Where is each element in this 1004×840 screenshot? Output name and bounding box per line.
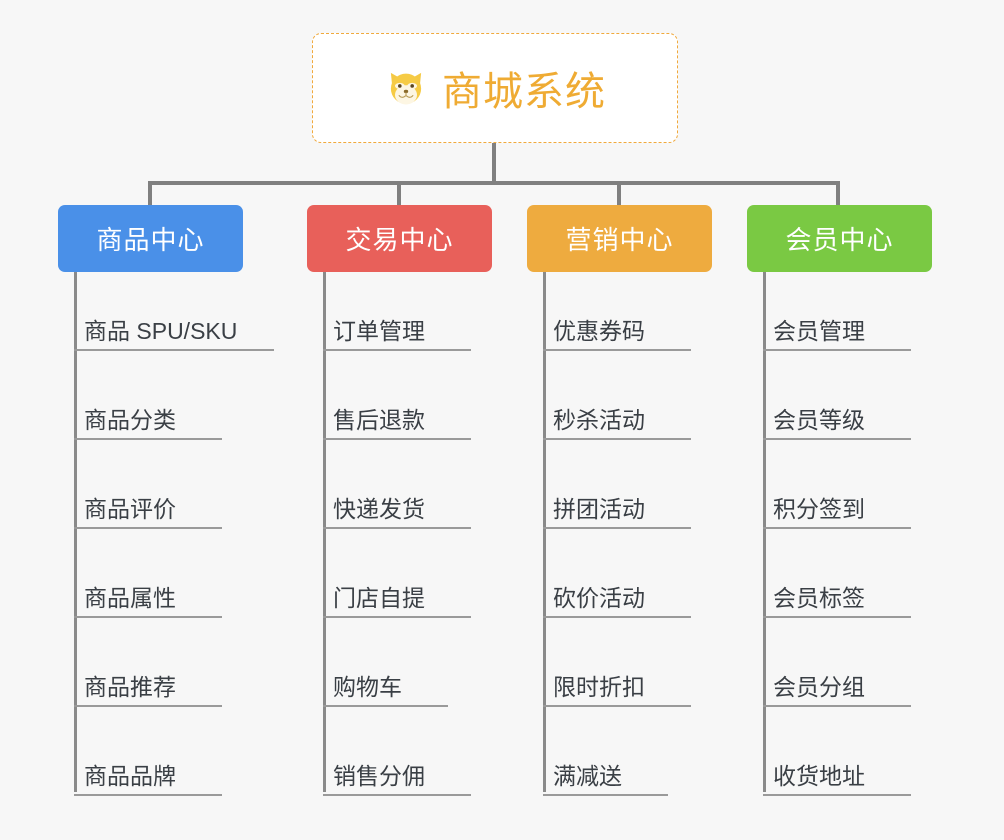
- leaf-item[interactable]: 快递发货: [323, 495, 471, 529]
- leaf-item[interactable]: 满减送: [543, 762, 668, 796]
- leaf-item-label: 秒杀活动: [553, 407, 645, 433]
- leaf-item-label: 商品评价: [84, 496, 176, 522]
- leaf-item[interactable]: 优惠券码: [543, 317, 691, 351]
- leaf-item-label: 商品品牌: [84, 763, 176, 789]
- leaf-item[interactable]: 商品评价: [74, 495, 222, 529]
- leaf-item-label: 商品分类: [84, 407, 176, 433]
- root-stem-connector: [492, 143, 496, 183]
- leaf-item-underline: [763, 616, 911, 618]
- leaf-item-label: 会员标签: [773, 585, 865, 611]
- drop-connector-3: [617, 181, 621, 207]
- leaf-item-underline: [543, 349, 691, 351]
- leaf-item-label: 商品推荐: [84, 674, 176, 700]
- leaf-item[interactable]: 收货地址: [763, 762, 911, 796]
- root-title: 商城系统: [442, 70, 606, 114]
- leaf-item-underline: [74, 705, 222, 707]
- leaf-item-underline: [543, 616, 691, 618]
- category-label: 交易中心: [345, 225, 454, 255]
- leaf-item-underline: [323, 705, 448, 707]
- leaf-item-underline: [323, 794, 471, 796]
- leaf-item[interactable]: 会员分组: [763, 673, 911, 707]
- column-marketing-center: 营销中心优惠券码秒杀活动拼团活动砍价活动限时折扣满减送: [527, 205, 712, 796]
- leaf-item[interactable]: 售后退款: [323, 406, 471, 440]
- leaf-item-underline: [763, 349, 911, 351]
- leaf-item[interactable]: 会员标签: [763, 584, 911, 618]
- drop-connector-2: [397, 181, 401, 207]
- column-member-center: 会员中心会员管理会员等级积分签到会员标签会员分组收货地址: [747, 205, 932, 796]
- leaf-item-label: 优惠券码: [553, 318, 645, 344]
- leaf-item-underline: [763, 438, 911, 440]
- leaf-item-label: 砍价活动: [553, 585, 645, 611]
- shiba-dog-icon: [384, 65, 428, 111]
- category-label: 会员中心: [785, 225, 894, 255]
- leaf-item-underline: [543, 438, 691, 440]
- leaf-item-label: 订单管理: [333, 318, 425, 344]
- leaf-item[interactable]: 商品推荐: [74, 673, 222, 707]
- category-box-product-center[interactable]: 商品中心: [58, 205, 243, 272]
- leaf-item-label: 商品属性: [84, 585, 176, 611]
- category-box-trade-center[interactable]: 交易中心: [307, 205, 492, 272]
- leaf-item-label: 商品 SPU/SKU: [84, 318, 238, 344]
- leaf-item-underline: [74, 794, 222, 796]
- leaf-item-underline: [543, 527, 691, 529]
- leaf-item-underline: [323, 527, 471, 529]
- leaf-item-label: 收货地址: [773, 763, 865, 789]
- leaf-item[interactable]: 商品 SPU/SKU: [74, 317, 274, 351]
- leaf-item[interactable]: 会员等级: [763, 406, 911, 440]
- drop-connector-4: [836, 181, 840, 207]
- leaf-item-underline: [543, 794, 668, 796]
- leaf-item-underline: [763, 794, 911, 796]
- leaf-item-label: 会员管理: [773, 318, 865, 344]
- leaf-item-underline: [74, 438, 222, 440]
- leaf-item[interactable]: 商品属性: [74, 584, 222, 618]
- leaf-item[interactable]: 拼团活动: [543, 495, 691, 529]
- column-stem-trade-center: [323, 272, 326, 792]
- leaf-item-underline: [74, 527, 222, 529]
- leaf-item-underline: [763, 527, 911, 529]
- horizontal-bus-connector: [148, 181, 840, 185]
- leaf-item-underline: [74, 349, 274, 351]
- leaf-item-underline: [323, 438, 471, 440]
- leaf-item[interactable]: 砍价活动: [543, 584, 691, 618]
- leaf-item-label: 销售分佣: [333, 763, 425, 789]
- leaf-item-label: 会员分组: [773, 674, 865, 700]
- leaf-item-underline: [763, 705, 911, 707]
- leaf-item[interactable]: 秒杀活动: [543, 406, 691, 440]
- column-stem-marketing-center: [543, 272, 546, 792]
- leaf-item[interactable]: 会员管理: [763, 317, 911, 351]
- category-label: 营销中心: [565, 225, 674, 255]
- leaf-item-label: 购物车: [333, 674, 402, 700]
- leaf-item-label: 限时折扣: [553, 674, 645, 700]
- leaf-item[interactable]: 订单管理: [323, 317, 471, 351]
- leaf-item-underline: [323, 616, 471, 618]
- leaf-item-label: 拼团活动: [553, 496, 645, 522]
- column-stem-member-center: [763, 272, 766, 792]
- root-node[interactable]: 商城系统: [312, 33, 678, 143]
- column-product-center: 商品中心商品 SPU/SKU 商品分类商品评价商品属性商品推荐商品品牌: [58, 205, 274, 796]
- leaf-item-label: 快递发货: [333, 496, 425, 522]
- leaf-item-label: 积分签到: [773, 496, 865, 522]
- category-box-member-center[interactable]: 会员中心: [747, 205, 932, 272]
- leaf-item-label: 会员等级: [773, 407, 865, 433]
- leaf-item-underline: [543, 705, 691, 707]
- leaf-item[interactable]: 销售分佣: [323, 762, 471, 796]
- leaf-item-label: 售后退款: [333, 407, 425, 433]
- leaf-item[interactable]: 商品品牌: [74, 762, 222, 796]
- leaf-item[interactable]: 限时折扣: [543, 673, 691, 707]
- leaf-item[interactable]: 门店自提: [323, 584, 471, 618]
- category-label: 商品中心: [96, 225, 205, 255]
- leaf-item[interactable]: 购物车: [323, 673, 448, 707]
- column-trade-center: 交易中心订单管理售后退款快递发货门店自提购物车销售分佣: [307, 205, 492, 796]
- category-box-marketing-center[interactable]: 营销中心: [527, 205, 712, 272]
- leaf-item[interactable]: 商品分类: [74, 406, 222, 440]
- drop-connector-1: [148, 181, 152, 207]
- leaf-item[interactable]: 积分签到: [763, 495, 911, 529]
- leaf-item-label: 门店自提: [333, 585, 425, 611]
- leaf-item-label: 满减送: [553, 763, 622, 789]
- leaf-item-underline: [74, 616, 222, 618]
- leaf-item-underline: [323, 349, 471, 351]
- column-stem-product-center: [74, 272, 77, 792]
